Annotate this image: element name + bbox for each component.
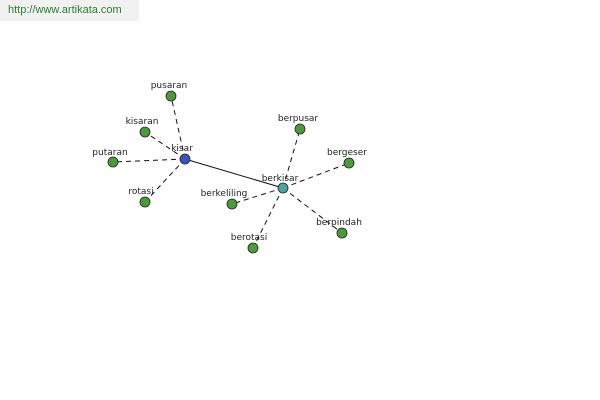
edge-berkisar-berotasi xyxy=(252,187,284,249)
url-banner: http://www.artikata.com xyxy=(0,0,139,21)
node-berotasi-dot[interactable] xyxy=(247,242,259,254)
edge-kisar-pusaran xyxy=(170,95,186,160)
edge-kisar-rotasi xyxy=(144,158,186,203)
node-rotasi-label[interactable]: rotasi xyxy=(128,187,153,197)
node-berpindah[interactable]: berpindah xyxy=(316,218,362,239)
edge-berkisar-berpindah xyxy=(282,187,343,234)
node-berkeliling-label[interactable]: berkeliling xyxy=(201,189,248,199)
node-berkisar-label[interactable]: berkisar xyxy=(262,174,299,184)
node-berkeliling[interactable]: berkeliling xyxy=(201,189,248,210)
node-kisaran-label[interactable]: kisaran xyxy=(126,117,159,127)
node-berkeliling-dot[interactable] xyxy=(226,198,238,210)
edge-berkisar-bergeser xyxy=(282,162,350,189)
node-berpusar[interactable]: berpusar xyxy=(278,114,319,135)
edge-kisar-putaran xyxy=(112,158,186,163)
node-berkisar-dot[interactable] xyxy=(277,182,289,194)
node-berotasi[interactable]: berotasi xyxy=(231,233,268,254)
node-berkisar[interactable]: berkisar xyxy=(262,174,299,194)
node-kisar-dot[interactable] xyxy=(179,153,191,165)
node-rotasi[interactable]: rotasi xyxy=(128,187,154,208)
node-pusaran-dot[interactable] xyxy=(165,90,177,102)
node-bergeser[interactable]: bergeser xyxy=(327,148,367,169)
node-kisar-label[interactable]: kisar xyxy=(171,144,193,154)
node-rotasi-dot[interactable] xyxy=(139,196,151,208)
site-url-link[interactable]: http://www.artikata.com xyxy=(8,4,122,16)
node-berotasi-label[interactable]: berotasi xyxy=(231,233,268,243)
node-berpindah-label[interactable]: berpindah xyxy=(316,218,362,228)
node-pusaran-label[interactable]: pusaran xyxy=(151,81,188,91)
node-berpindah-dot[interactable] xyxy=(336,227,348,239)
edge-kisar-berkisar xyxy=(184,158,284,189)
node-putaran[interactable]: putaran xyxy=(92,148,128,168)
node-kisar[interactable]: kisar xyxy=(171,144,193,165)
node-kisaran-dot[interactable] xyxy=(139,126,151,138)
node-pusaran[interactable]: pusaran xyxy=(151,81,188,102)
node-berpusar-label[interactable]: berpusar xyxy=(278,114,319,124)
edge-kisar-kisaran xyxy=(144,131,186,160)
node-putaran-label[interactable]: putaran xyxy=(92,148,127,158)
node-bergeser-dot[interactable] xyxy=(343,157,355,169)
node-bergeser-label[interactable]: bergeser xyxy=(327,148,367,158)
node-putaran-dot[interactable] xyxy=(107,156,119,168)
node-berpusar-dot[interactable] xyxy=(294,123,306,135)
node-kisaran[interactable]: kisaran xyxy=(126,117,159,138)
edge-berkisar-berpusar xyxy=(282,128,301,189)
